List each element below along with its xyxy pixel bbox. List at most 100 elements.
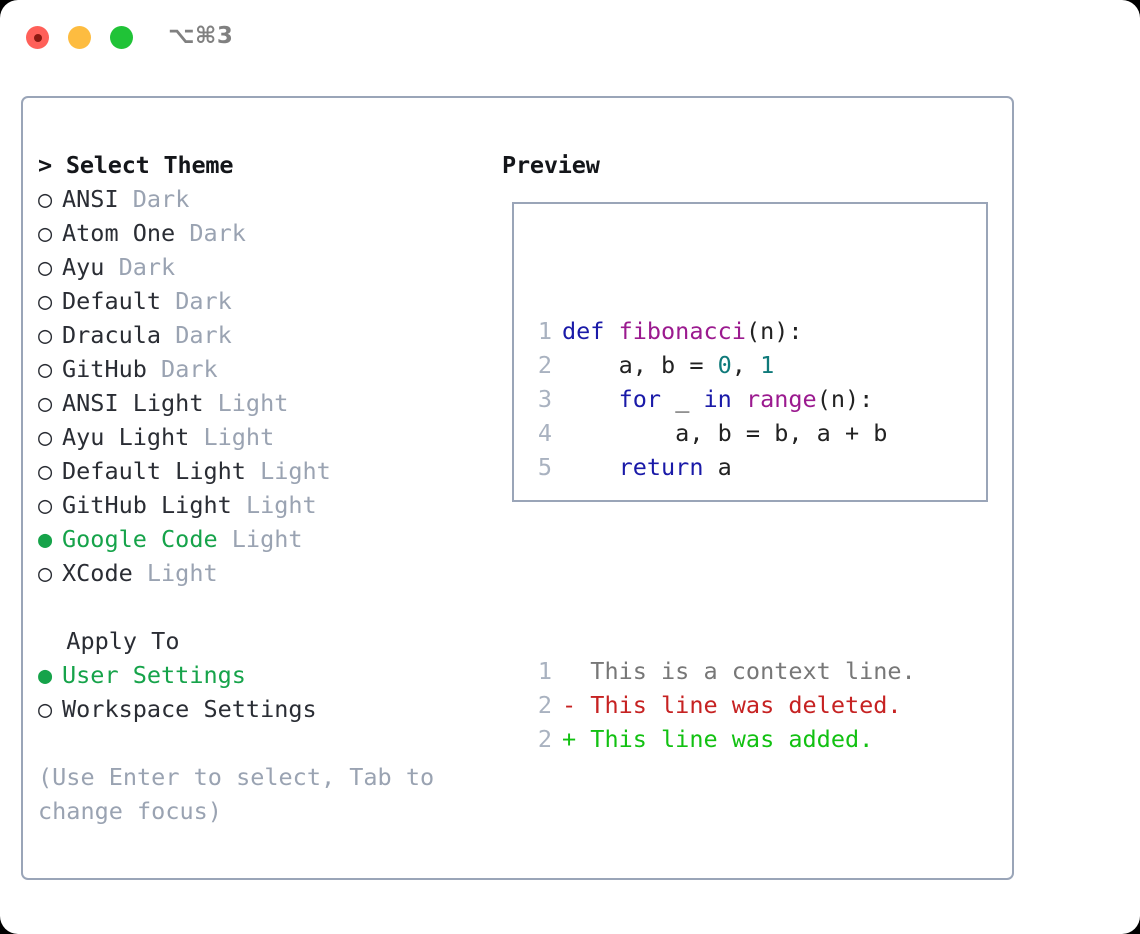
- code-token: def: [562, 317, 619, 345]
- theme-option-default[interactable]: ○ Default Dark: [38, 284, 508, 318]
- theme-option-name: GitHub Light: [62, 491, 246, 519]
- theme-option-name: Ayu Light: [62, 423, 204, 451]
- preview-title: Preview: [502, 151, 600, 179]
- code-token: _: [661, 385, 704, 413]
- apply-to-option-workspace-settings[interactable]: ○ Workspace Settings: [38, 692, 508, 726]
- line-number: 2: [537, 691, 552, 719]
- radio-unselected-icon: ○: [38, 423, 67, 451]
- theme-option-name: Default Light: [62, 457, 261, 485]
- radio-selected-icon: ●: [38, 661, 67, 689]
- code-token: [562, 453, 619, 481]
- keyboard-hint: (Use Enter to select, Tab to change focu…: [38, 763, 449, 825]
- theme-option-github-light[interactable]: ○ GitHub Light Light: [38, 488, 508, 522]
- theme-option-default-light[interactable]: ○ Default Light Light: [38, 454, 508, 488]
- title-bar: ⌥⌘3: [0, 0, 1140, 78]
- code-token: a, b = b, a + b: [562, 419, 888, 447]
- diff-sign: [562, 657, 590, 685]
- theme-option-name: Ayu: [62, 253, 119, 281]
- code-token: for: [618, 385, 662, 413]
- theme-variant-tag: Light: [217, 389, 289, 417]
- apply-to-option-user-settings[interactable]: ● User Settings: [38, 658, 508, 692]
- minimize-button[interactable]: [68, 26, 91, 49]
- theme-variant-tag: Light: [231, 525, 303, 553]
- radio-unselected-icon: ○: [38, 321, 67, 349]
- code-line: 5 return a: [528, 450, 916, 484]
- apply-to-label: Apply To: [38, 627, 180, 655]
- code-token: 0: [717, 351, 732, 379]
- code-token: return: [618, 453, 704, 481]
- theme-variant-tag: Dark: [161, 355, 218, 383]
- theme-option-name: ANSI Light: [62, 389, 218, 417]
- list-spacer: [38, 590, 508, 624]
- theme-option-ayu-light[interactable]: ○ Ayu Light Light: [38, 420, 508, 454]
- radio-unselected-icon: ○: [38, 185, 67, 213]
- theme-option-ansi-light[interactable]: ○ ANSI Light Light: [38, 386, 508, 420]
- line-number: 4: [537, 419, 552, 447]
- radio-unselected-icon: ○: [38, 457, 67, 485]
- code-line: 2 a, b = 0, 1: [528, 348, 916, 382]
- diff-sample: 1 This is a context line.2- This line wa…: [528, 654, 916, 756]
- keyboard-shortcut-label: ⌥⌘3: [168, 23, 234, 49]
- diff-sign: -: [562, 691, 591, 719]
- theme-variant-tag: Dark: [189, 219, 246, 247]
- code-token: ,: [731, 351, 761, 379]
- code-token: 1: [760, 351, 775, 379]
- theme-variant-tag: Light: [146, 559, 218, 587]
- theme-variant-tag: Dark: [175, 287, 232, 315]
- theme-option-github[interactable]: ○ GitHub Dark: [38, 352, 508, 386]
- code-token: (n):: [816, 385, 874, 413]
- code-token: (n):: [745, 317, 803, 345]
- theme-option-name: Dracula: [62, 321, 176, 349]
- code-diff-separator: [528, 552, 916, 586]
- theme-option-ansi[interactable]: ○ ANSI Dark: [38, 182, 508, 216]
- radio-unselected-icon: ○: [38, 219, 67, 247]
- theme-option-name: GitHub: [62, 355, 162, 383]
- code-line: 3 for _ in range(n):: [528, 382, 916, 416]
- theme-list-header: > Select Theme: [38, 148, 508, 182]
- theme-variant-tag: Dark: [118, 253, 176, 281]
- theme-option-atom-one[interactable]: ○ Atom One Dark: [38, 216, 508, 250]
- theme-list-pane: > Select Theme ○ ANSI Dark○ Atom One Dar…: [38, 148, 508, 828]
- code-token: fibonacci: [618, 317, 746, 345]
- theme-option-name: Atom One: [62, 219, 190, 247]
- theme-option-name: Default: [62, 287, 176, 315]
- theme-variant-tag: Light: [203, 423, 275, 451]
- theme-option-google-code[interactable]: ● Google Code Light: [38, 522, 508, 556]
- theme-option-name: Google Code: [62, 525, 232, 553]
- theme-option-name: ANSI: [62, 185, 133, 213]
- theme-selector-dialog: > Select Theme ○ ANSI Dark○ Atom One Dar…: [21, 96, 1014, 880]
- code-token: range: [745, 385, 817, 413]
- theme-option-ayu[interactable]: ○ Ayu Dark: [38, 250, 508, 284]
- page-title: Select Theme: [65, 151, 234, 179]
- theme-option-xcode[interactable]: ○ XCode Light: [38, 556, 508, 590]
- code-token: a, b =: [562, 351, 718, 379]
- radio-unselected-icon: ○: [38, 389, 67, 417]
- theme-variant-tag: Dark: [132, 185, 190, 213]
- code-token: [562, 385, 619, 413]
- diff-line: 2- This line was deleted.: [528, 688, 916, 722]
- radio-unselected-icon: ○: [38, 287, 67, 315]
- close-button[interactable]: [26, 26, 49, 49]
- diff-line: 1 This is a context line.: [528, 654, 916, 688]
- code-token: in: [703, 385, 732, 413]
- line-number: 1: [537, 657, 552, 685]
- code-token: a: [703, 453, 732, 481]
- diff-text: This line was added.: [590, 725, 874, 753]
- theme-variant-tag: Light: [245, 491, 317, 519]
- radio-unselected-icon: ○: [38, 253, 67, 281]
- theme-option-name: XCode: [62, 559, 147, 587]
- maximize-button[interactable]: [110, 26, 133, 49]
- apply-to-option-label: User Settings: [62, 661, 246, 689]
- radio-unselected-icon: ○: [38, 355, 67, 383]
- window-controls: [26, 26, 133, 49]
- theme-option-dracula[interactable]: ○ Dracula Dark: [38, 318, 508, 352]
- radio-unselected-icon: ○: [38, 695, 67, 723]
- line-number: 2: [537, 351, 552, 379]
- code-line: 4 a, b = b, a + b: [528, 416, 916, 450]
- diff-line: 2+ This line was added.: [528, 722, 916, 756]
- line-number: 3: [537, 385, 552, 413]
